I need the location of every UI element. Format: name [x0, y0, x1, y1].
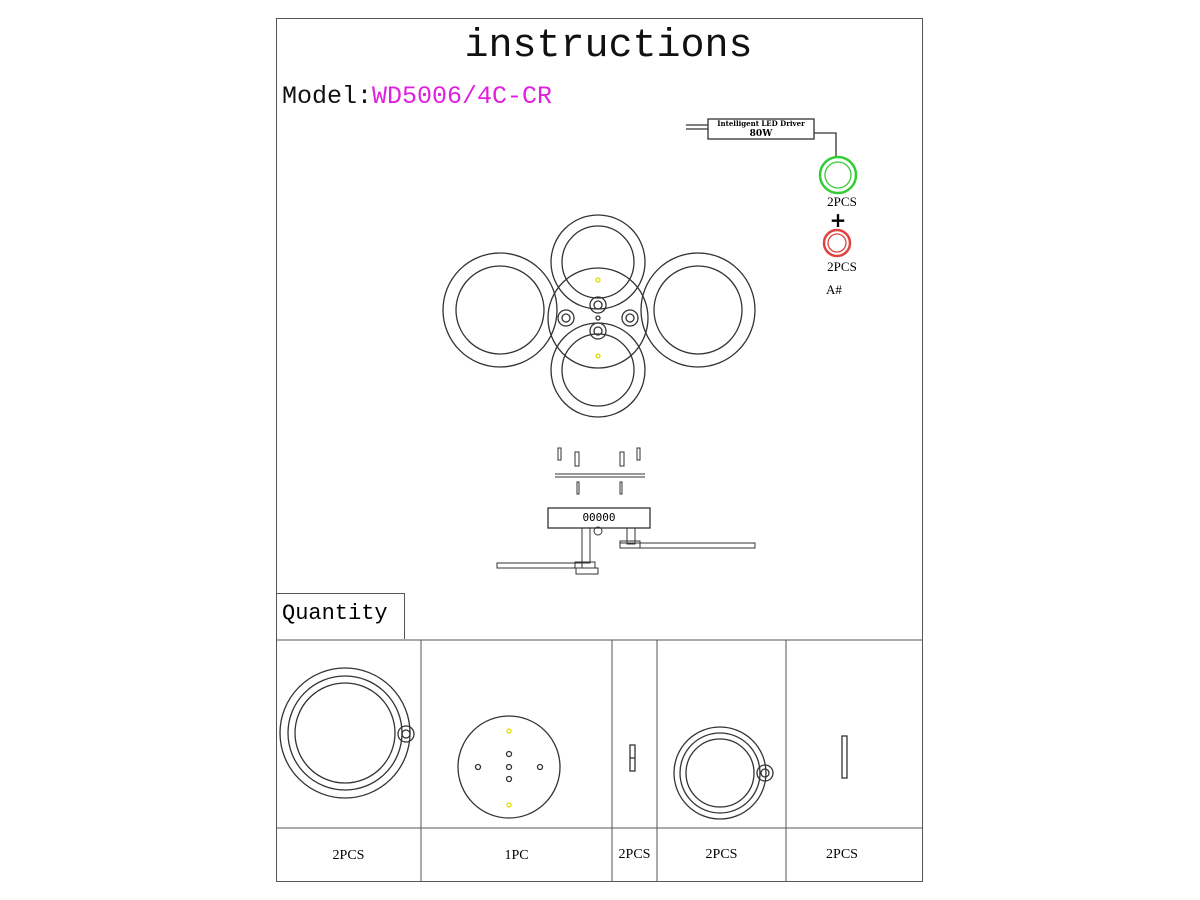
side-view-diagram — [496, 447, 756, 575]
ring-a-qty: 2PCS — [827, 194, 857, 209]
qty-ceiling-base: 1PC — [504, 848, 529, 863]
model-label: Model: — [282, 82, 373, 111]
qty-large-ring: 2PCS — [332, 848, 365, 863]
group-label: A# — [826, 282, 842, 297]
driver-power: 80W — [749, 129, 773, 139]
long-rod-part — [841, 735, 848, 779]
top-view-diagram — [442, 214, 756, 418]
ring-b-icon — [822, 228, 852, 258]
small-ring-part — [673, 726, 774, 820]
instruction-sheet — [276, 18, 923, 882]
model-value: WD5006/4C-CR — [372, 82, 553, 111]
driver-name: Intelligent LED Driver — [717, 119, 805, 128]
connector-rod-part — [629, 744, 636, 772]
ring-b-qty: 2PCS — [827, 259, 857, 274]
qty-small-ring: 2PCS — [705, 847, 738, 862]
quantity-heading: Quantity — [276, 593, 405, 639]
plus-sign: + — [829, 208, 847, 232]
large-ring-part — [279, 667, 415, 799]
model-line: Model:WD5006/4C-CR — [282, 82, 552, 112]
qty-connector-rod: 2PCS — [618, 847, 651, 862]
qty-long-rod: 2PCS — [826, 847, 858, 862]
quantity-table-grid — [276, 639, 922, 881]
ceiling-base-part — [457, 715, 561, 819]
base-display: 00000 — [582, 511, 616, 524]
led-driver-diagram — [686, 118, 858, 258]
page-title: instructions — [464, 24, 753, 69]
ring-a-icon — [818, 155, 858, 195]
